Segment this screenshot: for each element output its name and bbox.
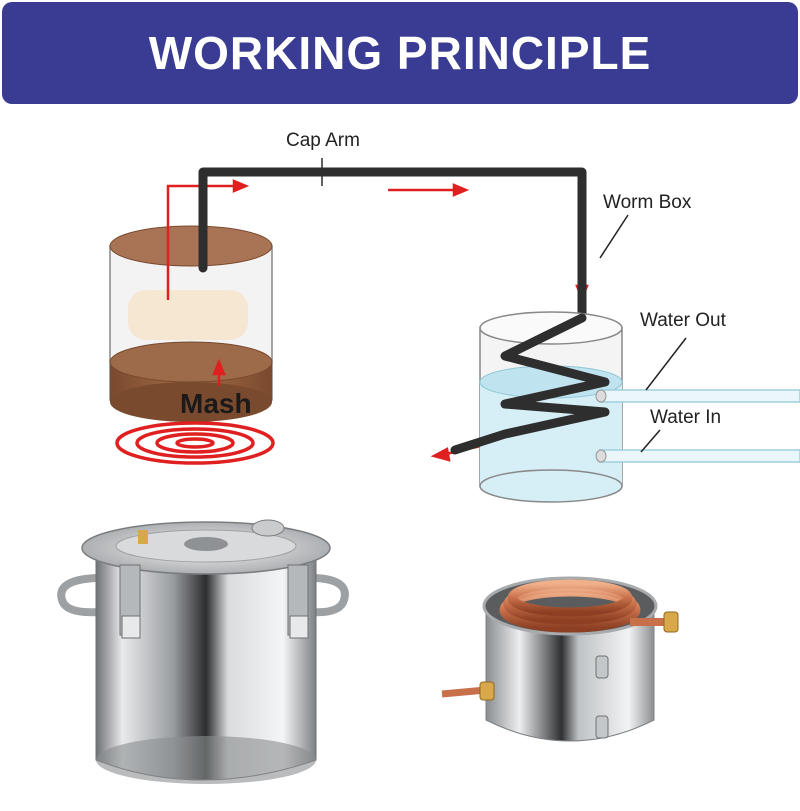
water-out-leader: [645, 337, 687, 391]
water-out-label: Water Out: [640, 310, 727, 331]
page-title: WORKING PRINCIPLE: [148, 27, 652, 79]
cap-arm-pipe: [198, 167, 587, 323]
worm-box-label: Worm Box: [603, 192, 692, 213]
water-in-leader: [640, 429, 661, 453]
boiler-vessel: Mash: [109, 225, 273, 422]
vapor-up-arrow: [166, 184, 235, 300]
worm-coil: [450, 313, 610, 455]
copper-worm-box-image: [441, 576, 679, 742]
water-in-pipe: [595, 449, 800, 463]
vapor-glow: [128, 290, 248, 340]
arrowhead: [232, 179, 250, 193]
cap-arm-label: Cap Arm: [286, 130, 360, 151]
brass-valve: [138, 530, 148, 544]
heat-coil-icon: [115, 421, 275, 465]
mash-label: Mash: [180, 388, 252, 419]
vessel-top: [109, 225, 273, 267]
water-out-pipe: [595, 389, 800, 403]
mash-surface: [109, 341, 273, 383]
header-banner: WORKING PRINCIPLE: [2, 2, 798, 104]
worm-box-leader: [599, 214, 629, 259]
stainless-pot-image: [57, 519, 349, 784]
water-in-label: Water In: [650, 407, 721, 428]
